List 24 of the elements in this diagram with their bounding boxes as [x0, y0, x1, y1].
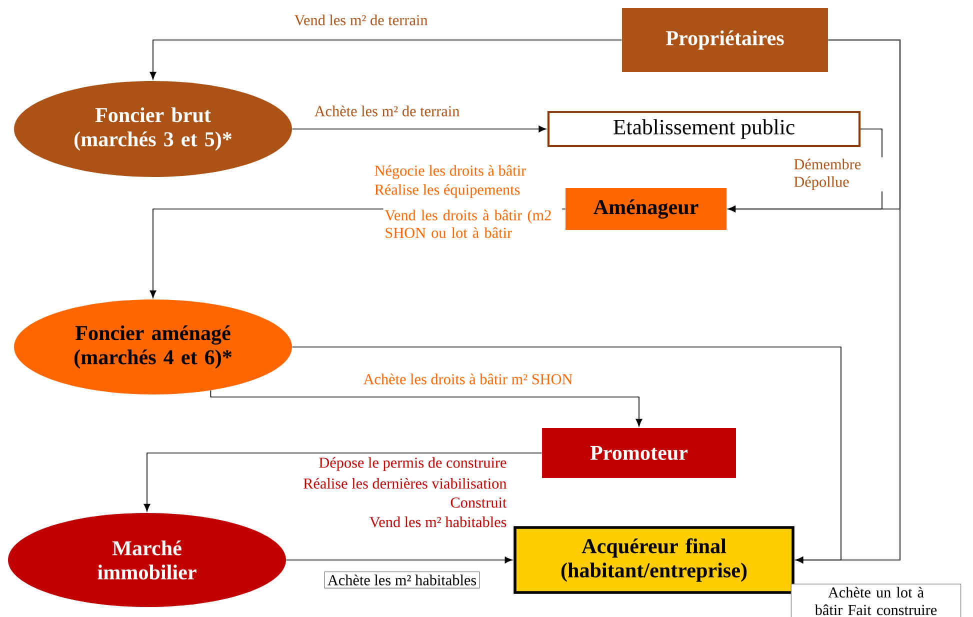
edge-label: Achète les m² de terrain — [312, 104, 462, 118]
process-box: Etablissement public — [547, 110, 861, 148]
final-buyer-box: Acquéreur final (habitant/entreprise) — [514, 526, 794, 594]
arrow — [150, 40, 622, 80]
arrow — [144, 452, 542, 512]
note-text: Réalise les dernières viabilisation — [304, 478, 507, 489]
edge-label: Démembre Dépollue — [792, 157, 892, 192]
arrow — [286, 556, 512, 564]
arrow — [210, 390, 642, 427]
note-text: Vend les m² habitables — [370, 516, 506, 528]
arrow — [292, 126, 546, 132]
edge-label: Vend les droits à bâtir (m2 SHON ou lot à bâtir — [383, 208, 562, 240]
note-text: Dépose le permis de construire — [319, 457, 506, 471]
arrow — [292, 346, 842, 564]
note-text: Construit — [450, 498, 507, 508]
process-box: Promoteur — [542, 428, 736, 478]
edge-label: Vend les m² de terrain — [292, 13, 430, 27]
edge-label: Achète un lot à bâtir Fait construire — [790, 584, 962, 617]
note-text: Négocie les droits à bâtir — [374, 165, 526, 179]
note-text: Réalise les équipements — [374, 184, 520, 198]
edge-label: Achète les m² habitables — [324, 571, 480, 588]
edge-label: Achète les droits à bâtir m² SHON — [362, 372, 574, 386]
process-box: Aménageur — [566, 188, 726, 230]
owner-box: Propriétaires — [622, 8, 828, 72]
